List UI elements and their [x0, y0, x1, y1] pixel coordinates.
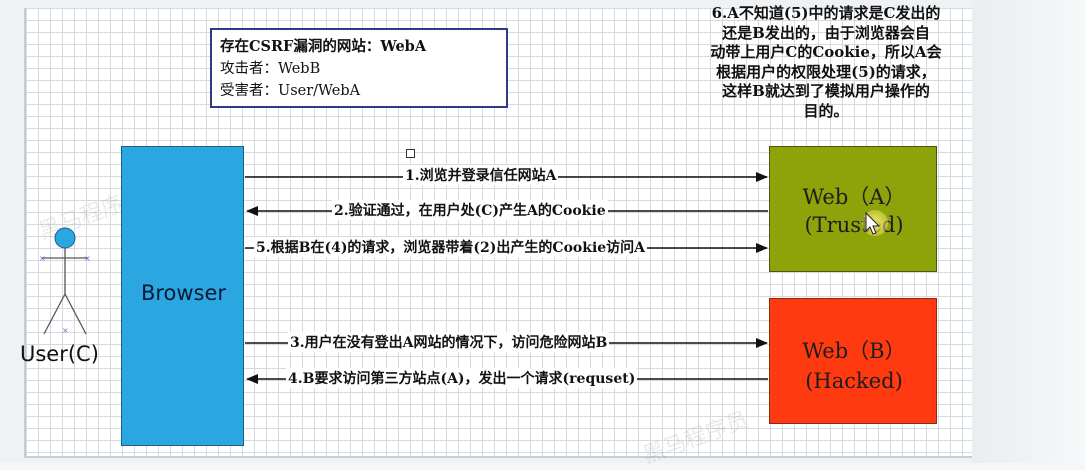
note-line: 还是B发出的，由于浏览器会自: [722, 23, 930, 42]
note-line: 这样B就达到了模拟用户操作的: [722, 82, 930, 100]
browser-label: Browser: [140, 281, 227, 305]
arrow-1-label: 1.浏览并登录信任网站A: [403, 165, 559, 185]
arrow-2-label: 2.验证通过，在用户处(C)产生A的Cookie: [332, 200, 608, 220]
arrow-5-label: 5.根据B在(4)的请求，浏览器带着(2)出产生的Cookie访问A: [254, 237, 648, 257]
web-a-title: Web（A）: [802, 185, 906, 209]
arrow-3-label: 3.用户在没有登出A网站的情况下，访问危险网站B: [288, 332, 610, 352]
note-line: 6.A不知道(5)中的请求是C发出的: [711, 4, 941, 22]
web-a-subtitle: (Trusted): [804, 213, 904, 237]
info-box: 存在CSRF漏洞的网站：WebA 攻击者：WebB 受害者：User/WebA: [210, 28, 508, 108]
web-b-subtitle: (Hacked): [805, 369, 903, 393]
info-attacker: 攻击者：WebB: [220, 61, 321, 77]
note-line: 动带上用户C的Cookie，所以A会: [710, 43, 942, 61]
selection-handle: [406, 149, 415, 158]
note-line: 根据用户的权限处理(5)的请求，: [716, 62, 936, 81]
info-victim: 受害者：User/WebA: [220, 83, 361, 99]
cursor-highlight: [862, 210, 888, 236]
note-line: 目的。: [803, 101, 849, 120]
info-vulnerable-site: 存在CSRF漏洞的网站：WebA: [220, 38, 427, 55]
right-margin: [972, 0, 1085, 463]
note-step6: 6.A不知道(5)中的请求是C发出的 还是B发出的，由于浏览器会自 动带上用户C…: [676, 4, 976, 121]
browser-box: Browser: [121, 146, 244, 446]
arrow-4-label: 4.B要求访问第三方站点(A)，发出一个请求(requset): [286, 368, 638, 388]
web-a-box: Web（A） (Trusted): [769, 146, 937, 272]
user-label: User(C): [20, 342, 99, 366]
web-b-box: Web（B） (Hacked): [769, 298, 937, 424]
web-b-title: Web（B）: [802, 339, 906, 363]
